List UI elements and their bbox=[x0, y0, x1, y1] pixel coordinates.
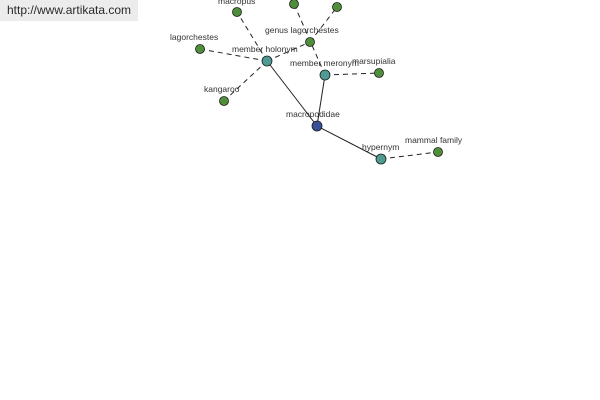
node-kangaroo[interactable] bbox=[219, 96, 229, 106]
edge-macropodidae-to-hypernym bbox=[316, 125, 382, 160]
edge-member_holonym-to-genus_lagorchestes bbox=[266, 41, 311, 62]
node-marsupialia[interactable] bbox=[374, 68, 384, 78]
label-mammal-family: mammal family bbox=[405, 135, 463, 145]
node-genus-lagorchestes[interactable] bbox=[305, 37, 315, 47]
node-lagorchestes[interactable] bbox=[195, 44, 205, 54]
label-marsupialia: marsupialia bbox=[352, 56, 396, 66]
edge-genus_lagorchestes-to-top_right bbox=[309, 6, 338, 43]
node-member-holonym[interactable] bbox=[261, 55, 273, 67]
nodes-layer bbox=[195, 0, 443, 165]
edge-member_meronym-to-marsupialia bbox=[324, 72, 380, 76]
label-lagorchestes: lagorchestes bbox=[170, 32, 218, 42]
labels-layer: macropodidae member holonym member meronym… bbox=[170, 0, 463, 152]
label-member-holonym: member holonym bbox=[232, 44, 298, 54]
label-macropus: macropus bbox=[218, 0, 255, 6]
edge-macropodidae-to-member_holonym bbox=[266, 60, 318, 127]
label-macropodidae: macropodidae bbox=[286, 109, 340, 119]
edge-hypernym-to-mammal_family bbox=[380, 151, 439, 160]
label-member-meronym: member meronym bbox=[290, 58, 359, 68]
label-hypernym: hypernym bbox=[362, 142, 399, 152]
node-hypernym[interactable] bbox=[375, 153, 387, 165]
node-top-left[interactable] bbox=[289, 0, 299, 9]
edge-member_holonym-to-kangaroo bbox=[223, 60, 268, 102]
label-genus-lagorchestes: genus lagorchestes bbox=[265, 25, 339, 35]
edge-member_holonym-to-macropus bbox=[236, 11, 268, 62]
label-kangaroo: kangaroo bbox=[204, 84, 240, 94]
edge-macropodidae-to-member_meronym bbox=[316, 74, 326, 127]
edges-layer bbox=[199, 3, 439, 160]
source-url-banner[interactable]: http://www.artikata.com bbox=[0, 0, 138, 21]
node-top-right[interactable] bbox=[332, 2, 342, 12]
node-member-meronym[interactable] bbox=[319, 69, 331, 81]
node-macropodidae[interactable] bbox=[311, 120, 323, 132]
edge-member_holonym-to-lagorchestes bbox=[199, 48, 268, 62]
node-mammal-family[interactable] bbox=[433, 147, 443, 157]
node-macropus[interactable] bbox=[232, 7, 242, 17]
